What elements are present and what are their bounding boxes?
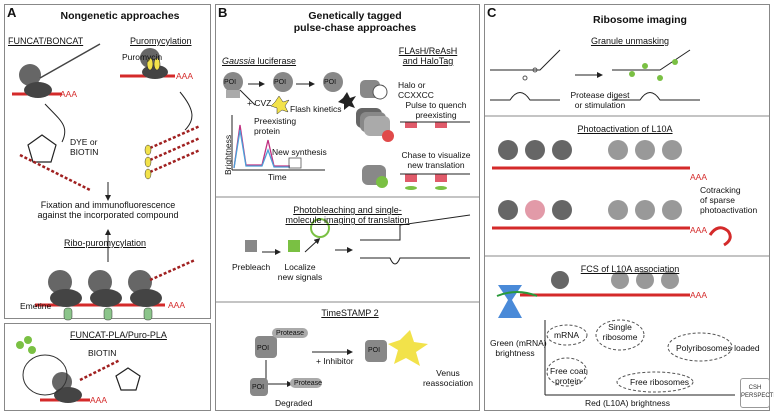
puromycylation-label: Puromycylation bbox=[130, 36, 192, 46]
gaussia-word: Gaussia bbox=[222, 56, 256, 66]
aaa-label-4: AAA bbox=[90, 395, 108, 405]
brightness-axis-label: Brightness bbox=[223, 134, 233, 175]
photobleach-title: Photobleaching and single- molecule imag… bbox=[285, 205, 410, 225]
inhibitor-label: + Inhibitor bbox=[316, 356, 354, 366]
panel-b-letter: B bbox=[218, 5, 228, 20]
cvz-label: + CVZ bbox=[247, 98, 272, 108]
red-axis-label: Red (L10A) brightness bbox=[585, 398, 671, 408]
degraded-label: Degraded bbox=[275, 398, 313, 408]
dye-biotin-label: DYE or BIOTIN bbox=[70, 137, 99, 157]
aaa-c-2: AAA bbox=[690, 225, 708, 235]
brightness-plot bbox=[231, 115, 325, 171]
gaussia-luciferase-label: Gaussia luciferase bbox=[222, 56, 296, 66]
fcs-label: FCS of L10A association bbox=[580, 264, 680, 274]
puromycylation-graphic bbox=[120, 48, 175, 79]
fixation-label: Fixation and immunofluorescence against … bbox=[37, 200, 179, 220]
granule-label: Granule unmasking bbox=[590, 36, 670, 46]
halo-label: Halo or CCXXCC bbox=[398, 80, 434, 100]
flash-graphic bbox=[356, 80, 470, 190]
time-axis-label: Time bbox=[268, 172, 287, 182]
csh-logo-text: CSH PERSPECTIVES bbox=[741, 385, 774, 399]
photoact-graphic bbox=[492, 140, 732, 247]
panel-a-letter: A bbox=[7, 5, 17, 20]
aaa-c-1: AAA bbox=[690, 172, 708, 182]
granule-graphic bbox=[490, 49, 700, 101]
puromycin-chains bbox=[144, 124, 201, 180]
new-synthesis-label: New synthesis bbox=[272, 147, 327, 157]
timestamp-graphic bbox=[250, 328, 428, 396]
polyribosomes-label: Polyribosomes loaded bbox=[676, 343, 760, 353]
preexisting-label: Preexisting protein bbox=[254, 116, 297, 136]
panel-b-title: Genetically tagged pulse-chase approache… bbox=[293, 10, 417, 34]
poi-label-4: POI bbox=[257, 345, 270, 352]
ribopuro-label: Ribo-puromycylation bbox=[63, 238, 147, 248]
poi-label-5: POI bbox=[252, 384, 265, 391]
pulse-label: Pulse to quench preexisting bbox=[405, 100, 467, 120]
emetine-label: Emetine bbox=[20, 301, 52, 311]
panel-c-title: Ribosome imaging bbox=[593, 14, 687, 26]
aaa-label-3: AAA bbox=[168, 300, 186, 310]
chase-label: Chase to visualize new translation bbox=[401, 150, 471, 170]
localize-label: Localize new signals bbox=[277, 262, 323, 282]
panel-c-letter: C bbox=[487, 5, 497, 20]
poi-label-6: POI bbox=[368, 347, 381, 354]
protease-digest-label: Protease digest or stimulation bbox=[570, 90, 630, 110]
cotracking-label: Cotracking of sparse photoactivation bbox=[700, 185, 758, 215]
fcs-graphic bbox=[496, 271, 735, 396]
aaa-label-1: AAA bbox=[60, 89, 78, 99]
biotin-label: BIOTIN bbox=[88, 348, 117, 358]
photoact-label: Photoactivation of L10A bbox=[577, 124, 673, 134]
photobleach-graphic bbox=[245, 214, 471, 265]
green-axis-label: Green (mRNA) brightness bbox=[490, 338, 547, 358]
pla-graphic bbox=[16, 336, 141, 403]
panel-a-title: Nongenetic approaches bbox=[60, 10, 180, 22]
venus-label: Venus reassociation bbox=[422, 368, 474, 388]
free-ribosomes-label: Free ribosomes bbox=[630, 377, 690, 387]
luciferase-word: luciferase bbox=[255, 56, 297, 66]
pla-label: FUNCAT-PLA/Puro-PLA bbox=[70, 330, 167, 340]
poi-label-3: POI bbox=[324, 79, 337, 86]
puromycin-label: Puromycin bbox=[122, 52, 163, 62]
flash-kinetics-label: Flash kinetics bbox=[290, 104, 342, 114]
mrna-label: mRNA bbox=[554, 330, 580, 340]
single-ribosome-label: Single ribosome bbox=[602, 322, 638, 342]
protease-label-1: Protease bbox=[276, 330, 305, 337]
free-coat-label: Free coat protein bbox=[550, 366, 586, 386]
aaa-c-3: AAA bbox=[690, 290, 708, 300]
protease-label-2: Protease bbox=[294, 380, 323, 387]
gaussia-graphic bbox=[223, 72, 356, 115]
ribopuro-graphic bbox=[35, 258, 196, 321]
poi-label-1: POI bbox=[224, 79, 237, 86]
csh-logo: CSH PERSPECTIVES bbox=[740, 378, 774, 408]
timestamp-label: TimeSTAMP 2 bbox=[321, 308, 379, 318]
poi-label-2: POI bbox=[274, 79, 287, 86]
aaa-label-2: AAA bbox=[176, 71, 194, 81]
funcat-ribosome bbox=[12, 43, 101, 98]
funcat-label: FUNCAT/BONCAT bbox=[8, 36, 84, 46]
dye-pentagon-icon bbox=[27, 134, 57, 163]
prebleach-label: Prebleach bbox=[232, 262, 271, 272]
flash-tag-label: FLAsH/ReAsH and HaloTag bbox=[398, 46, 458, 66]
